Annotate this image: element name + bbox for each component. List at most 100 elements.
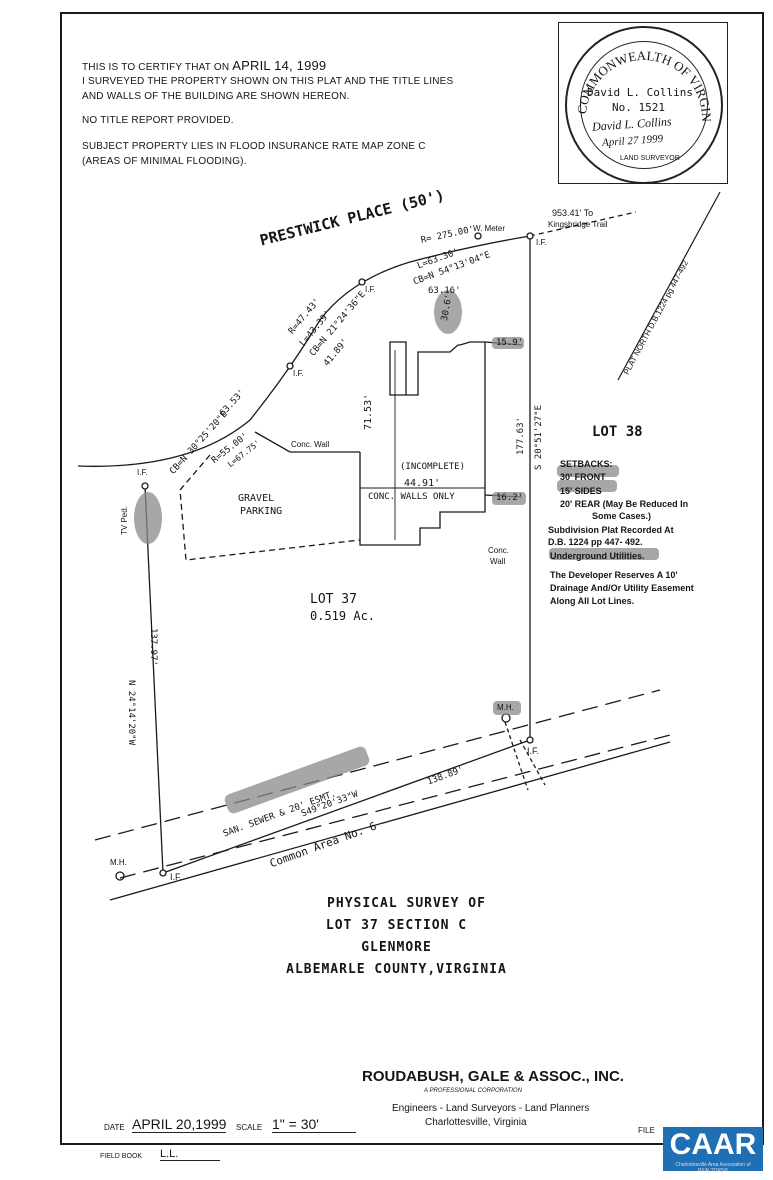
common-area-line [109, 741, 671, 901]
east-bearing: S 20°51'27"E [534, 404, 544, 470]
building-footprint [359, 341, 486, 546]
distance-to-trail: 953.41' To [552, 208, 594, 218]
highlight-sides [557, 480, 617, 492]
west-length: 137.97' [148, 628, 158, 666]
certification-line-3: AND WALLS OF THE BUILDING ARE SHOWN HERE… [82, 91, 350, 102]
setback-rear-note: Some Cases.) [592, 511, 652, 521]
iron-found-5 [159, 869, 167, 877]
row-extension [529, 211, 637, 237]
iron-found-6 [526, 736, 534, 744]
file-label: FILE [638, 1126, 655, 1135]
parking-label: PARKING [240, 506, 283, 517]
seal-bottom-text: LAND SURVEYOR [620, 155, 680, 162]
trail-name: Kingsbridge Trail [548, 220, 608, 229]
lot-38-label: LOT 38 [592, 424, 643, 440]
curve-chord-63: 63.16' [428, 286, 461, 296]
seal-outer-ring [565, 26, 723, 184]
manhole-label-2: M.H. [497, 703, 514, 712]
firm-location: Charlottesville, Virginia [425, 1117, 527, 1128]
utilities-note: Underground Utilities. [550, 551, 645, 561]
survey-title-4: ALBEMARLE COUNTY,VIRGINIA [286, 962, 507, 977]
dim-16-2: 16.2' [496, 493, 524, 503]
iron-found-2 [358, 278, 366, 286]
west-bearing: N 24°14'20"W [126, 680, 136, 746]
caar-logo: CAAR [669, 1128, 757, 1161]
mh-line-1 [504, 721, 529, 791]
subdivision-line-1: Subdivision Plat Recorded At [548, 525, 674, 535]
iron-found-label-4: I.F. [137, 468, 148, 477]
setback-rear: 20' REAR (May Be Reduced In [560, 499, 689, 509]
iron-found-label-5: I.F. [170, 872, 183, 882]
highlight-tv-ped [134, 492, 162, 544]
certification-line-4: NO TITLE REPORT PROVIDED. [82, 115, 234, 126]
certification-line-5: SUBJECT PROPERTY LIES IN FLOOD INSURANCE… [82, 141, 426, 152]
iron-found-label-1: I.F. [536, 238, 547, 247]
caar-tagline: Charlottesville Area Association of REAL… [675, 1162, 751, 1174]
conc-wall-line [254, 431, 360, 453]
sewer-easement-lower [119, 734, 671, 879]
conc-wall-label-2b: Wall [490, 557, 506, 566]
conc-walls-only-label: CONC. WALLS ONLY [368, 492, 455, 502]
cert-intro: THIS IS TO CERTIFY THAT ON [82, 62, 230, 73]
subdivision-line-2: D.B. 1224 pp 447- 492. [548, 537, 643, 547]
survey-title-1: PHYSICAL SURVEY OF [327, 896, 486, 911]
seal-inner-ring [580, 41, 708, 169]
field-book-label: FIELD BOOK [100, 1153, 143, 1160]
iron-found-1 [526, 232, 534, 240]
conc-wall-label-2a: Conc. [488, 546, 509, 555]
scale-value: 1" = 30' [272, 1116, 356, 1133]
iron-found-label-6: I.F. [527, 746, 540, 756]
west-boundary [144, 485, 164, 874]
highlight-16-2 [492, 492, 526, 505]
developer-line-3: Along All Lot Lines. [550, 596, 635, 606]
plat-border [60, 12, 764, 1145]
survey-title-2: LOT 37 SECTION C [325, 918, 468, 933]
highlight-mh [493, 701, 521, 715]
highlight-30-6 [434, 290, 462, 334]
certification-line-6: (AREAS OF MINIMAL FLOODING). [82, 156, 247, 167]
sewer-easement-upper [94, 689, 661, 841]
firm-services: Engineers - Land Surveyors - Land Planne… [392, 1103, 590, 1114]
developer-line-2: Drainage And/Or Utility Easement [550, 583, 694, 593]
seal-name: David L. Collins [587, 86, 693, 99]
manhole-1 [115, 871, 125, 881]
iron-found-4 [141, 482, 149, 490]
setback-sides: 15' SIDES [560, 486, 602, 496]
conc-wall-label: Conc. Wall [291, 440, 330, 449]
highlight-15-9 [492, 337, 524, 349]
lot-37-label: LOT 37 [310, 592, 357, 607]
tv-ped-label: TV Ped. [120, 506, 129, 535]
highlight-sewer [224, 746, 370, 814]
water-meter-label: W. Meter [473, 224, 506, 233]
dim-44-91: 44.91' [404, 478, 441, 489]
firm-subtitle: A PROFESSIONAL CORPORATION [424, 1088, 522, 1094]
manhole-label-1: M.H. [110, 858, 127, 867]
field-book-value: L.L. [160, 1148, 220, 1161]
acreage-label: 0.519 Ac. [310, 609, 376, 623]
certification-line-2: I SURVEYED THE PROPERTY SHOWN ON THIS PL… [82, 76, 454, 87]
front-boundary [77, 235, 531, 467]
seal-number: No. 1521 [612, 101, 665, 114]
highlight-utilities [549, 548, 659, 560]
developer-line-1: The Developer Reserves A 10' [550, 570, 678, 580]
highlight-front [557, 465, 619, 477]
caar-badge: CAAR Charlottesville Area Association of… [663, 1127, 763, 1174]
date-label: DATE [104, 1123, 125, 1132]
water-meter [474, 232, 482, 240]
date-value: APRIL 20,1999 [132, 1116, 227, 1133]
cert-date: APRIL 14, 1999 [232, 58, 327, 73]
mh-line-2 [519, 739, 546, 786]
certification-line-1: THIS IS TO CERTIFY THAT ON APRIL 14, 199… [82, 58, 326, 73]
incomplete-label: (INCOMPLETE) [400, 462, 466, 472]
iron-found-3 [286, 362, 294, 370]
survey-title-3: GLENMORE [361, 940, 432, 955]
gravel-parking-outline [179, 454, 361, 561]
manhole-2 [501, 713, 511, 723]
dim-71-53: 71.53' [363, 393, 374, 430]
iron-found-label-2: I.F. [365, 285, 376, 294]
iron-found-label-3: I.F. [293, 369, 304, 378]
scale-label: SCALE [236, 1123, 263, 1132]
dim-15-9: 15.9' [496, 338, 524, 348]
